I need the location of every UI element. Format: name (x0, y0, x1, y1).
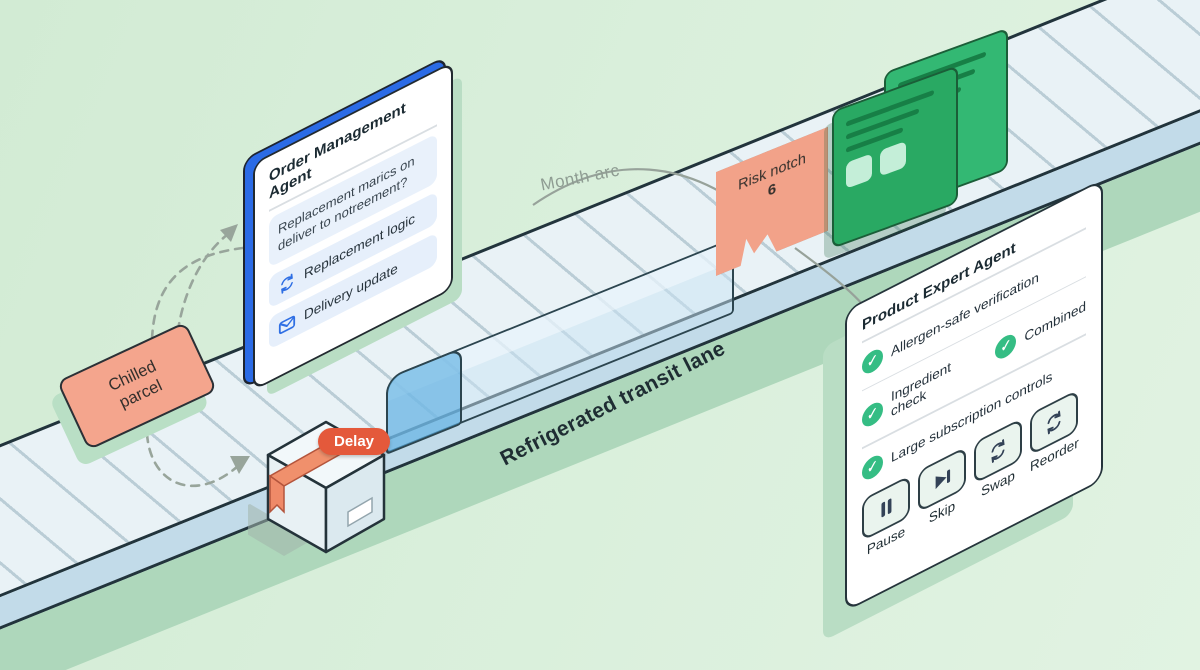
parcel-right-face (324, 453, 386, 554)
pause-icon (876, 493, 896, 523)
order-agent-card: Order Management Agent Replacement maric… (243, 55, 453, 391)
product-agent-card: Product Expert Agent ✓ Allergen-safe ver… (845, 178, 1103, 613)
parcel-tape-ribbon (269, 474, 285, 514)
refresh-icon (278, 270, 296, 297)
parcel-label (347, 496, 373, 528)
action-replacement-logic[interactable]: Replacement logic (269, 190, 437, 309)
check-icon: ✓ (862, 345, 883, 377)
mail-icon (278, 311, 296, 338)
delay-badge: Delay (318, 428, 391, 455)
doc-thumbnail-icon (846, 153, 872, 189)
arrowhead-up-right-icon (220, 224, 238, 242)
subscription-controls: Pause Skip (862, 385, 1086, 560)
swap-icon (988, 435, 1008, 465)
month-arc-label: Month arc (538, 160, 622, 195)
reorder-icon (1044, 407, 1064, 437)
parcel-shadow (248, 504, 312, 556)
reorder-button[interactable] (1030, 388, 1079, 456)
check-icon: ✓ (862, 451, 883, 483)
swap-button[interactable] (974, 417, 1022, 484)
dashed-arrow-card-to-tag (150, 246, 245, 342)
skip-icon (932, 464, 952, 494)
check-icon: ✓ (995, 330, 1017, 362)
pause-button[interactable] (862, 474, 910, 541)
parcel-box (248, 420, 386, 556)
doc-thumbnail-icon (880, 140, 906, 177)
skip-button[interactable] (918, 445, 966, 513)
action-delivery-update[interactable]: Delivery update (269, 231, 437, 350)
check-icon: ✓ (862, 398, 883, 430)
